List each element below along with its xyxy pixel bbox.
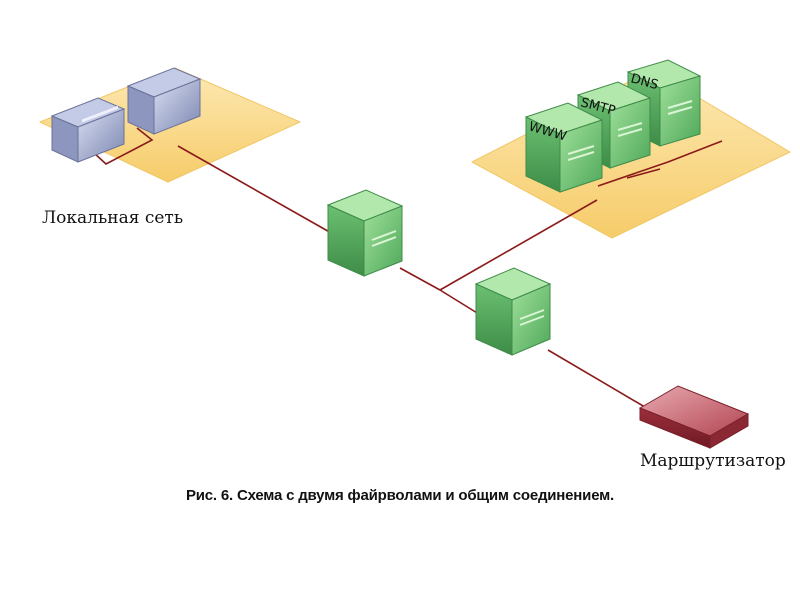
www-server: WWW [524,102,604,193]
workstation-1 [50,97,126,163]
firewall-2 [474,267,552,356]
junction-to-dmz [439,199,598,291]
firewall2-to-router [547,349,651,411]
lan-to-firewall [177,145,334,235]
workstation-2 [126,67,202,135]
junction-to-firewall2 [439,289,483,317]
dns-label: DNS [629,71,660,93]
router [638,385,750,449]
figure-caption: Рис. 6. Схема с двумя файрволами и общим… [185,487,615,504]
lan-link [92,127,154,165]
dmz-bus [597,140,723,187]
dmz-bus-2 [626,168,661,179]
local-network-label: Локальная сеть [42,208,183,228]
firewall-to-junction [399,267,441,291]
firewall-1 [326,189,404,277]
smtp-server: SMTP [576,81,652,169]
router-label: Маршрутизатор [640,451,786,471]
connection-lines [92,127,723,411]
